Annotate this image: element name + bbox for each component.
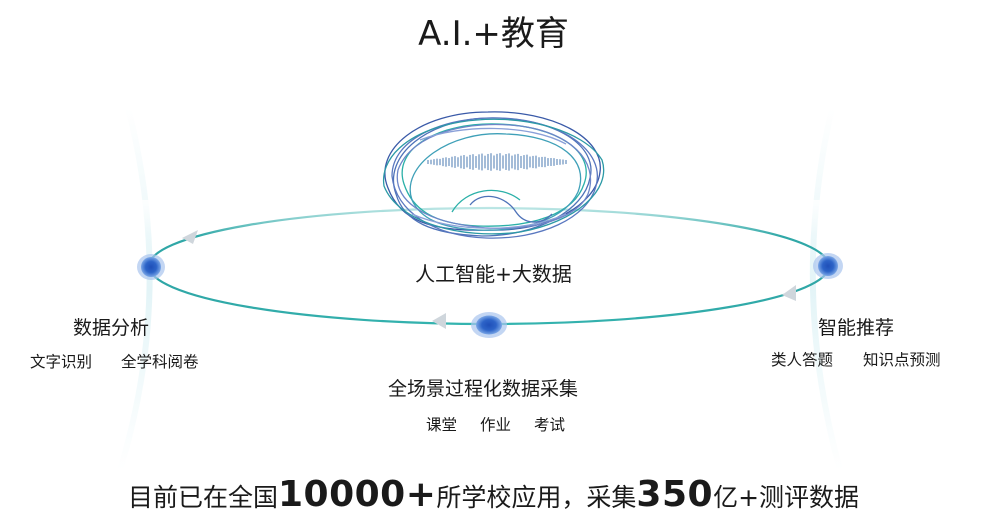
brain-waveform-icon [382,111,605,239]
center-label: 人工智能+大数据 [415,262,572,286]
node-title-data-collection: 全场景过程化数据采集 [388,378,579,400]
ring-arrow-icon [182,230,198,244]
node-item: 作业 [480,416,512,434]
footer-suffix: 亿+测评数据 [713,483,860,512]
footer-middle: 所学校应用，采集 [436,483,637,512]
node-title-data-analysis: 数据分析 [73,317,150,339]
node-dot-bottom [471,312,507,338]
records-count: 350 [636,474,714,515]
node-title-smart-recommendation: 智能推荐 [818,317,895,339]
node-item: 知识点预测 [863,351,941,369]
node-dot-left [137,254,165,280]
schools-count: 10000+ [277,474,437,515]
node-item: 全学科阅卷 [121,353,199,371]
node-item: 课堂 [426,416,458,434]
node-item: 类人答题 [771,351,834,369]
page-title: A.I.+教育 [418,14,569,54]
right-glow [809,107,843,471]
node-item: 文字识别 [30,353,93,371]
node-item: 考试 [534,416,566,434]
footer-prefix: 目前已在全国 [127,483,278,512]
footer-statement: 目前已在全国10000+所学校应用，采集350亿+测评数据 [0,474,987,515]
ring-arrow-icon [432,313,446,329]
left-glow [117,107,153,471]
ring-arrow-icon [782,285,796,301]
node-dot-right [813,253,843,279]
